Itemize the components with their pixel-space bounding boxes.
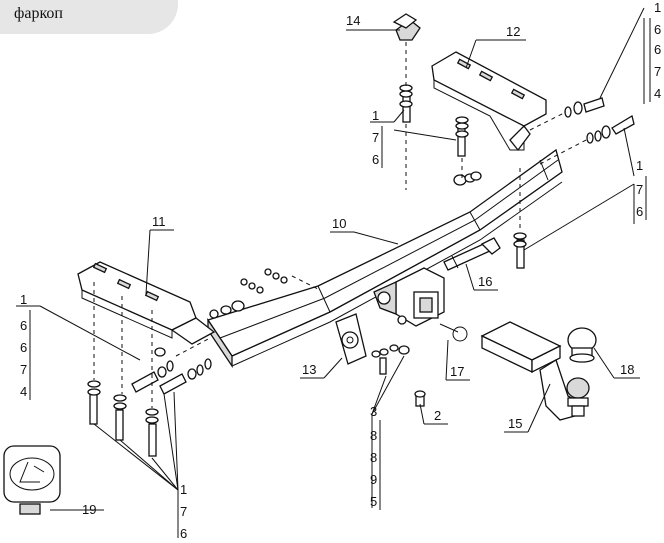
right-bracket (431, 51, 547, 152)
right-mid-stack-2: 7 (636, 182, 643, 197)
left-stack-3: 6 (20, 340, 27, 355)
callout-18: 18 (620, 362, 634, 377)
tube (443, 237, 501, 271)
nuts-row (209, 268, 288, 319)
bottom-bolts (87, 380, 159, 457)
center-bottom-stack-5: 5 (370, 494, 377, 509)
callout-12: 12 (506, 24, 520, 39)
center-stack-1: 1 (372, 108, 379, 123)
right-mid-stack-1: 1 (636, 158, 643, 173)
callout-15: 15 (508, 416, 522, 431)
bottom-left-stack-3: 6 (180, 526, 187, 541)
callout-14: 14 (346, 13, 360, 28)
left-stack-1: 1 (20, 292, 27, 307)
right-top-stack-5: 4 (654, 86, 661, 101)
right-top-stack-3: 6 (654, 42, 661, 57)
center-stack-2: 7 (372, 130, 379, 145)
emblem (3, 445, 61, 515)
ball-mount (480, 321, 590, 421)
center-bottom-stack-3: 8 (370, 450, 377, 465)
bottom-left-stack-2: 7 (180, 504, 187, 519)
callout-10: 10 (332, 216, 346, 231)
receiver (373, 267, 445, 327)
callout-17: 17 (450, 364, 464, 379)
clip (439, 323, 468, 342)
left-stack-2: 6 (20, 318, 27, 333)
left-stack-4: 7 (20, 362, 27, 377)
page-title: фаркоп (14, 5, 63, 22)
callouts: 14 12 11 10 16 13 17 18 15 2 19 1 6 6 7 … (20, 0, 661, 541)
center-bottom-stack-4: 9 (370, 472, 377, 487)
callout-13: 13 (302, 362, 316, 377)
center-bottom-stack-1: 3 (370, 404, 377, 419)
tow-ball (567, 327, 597, 363)
left-bolts (131, 347, 212, 395)
assembly-lines (93, 42, 591, 408)
socket-plate (335, 313, 367, 365)
center-bottom-stack-2: 8 (370, 428, 377, 443)
right-top-stack-1: 1 (654, 0, 661, 15)
right-mid-stack-3: 6 (636, 204, 643, 219)
right-top-stack-4: 7 (654, 64, 661, 79)
right-mid-bolt (513, 232, 527, 269)
left-bracket (77, 261, 216, 345)
callout-11: 11 (152, 214, 166, 229)
callout-16: 16 (478, 274, 492, 289)
right-top-stack-2: 6 (654, 22, 661, 37)
callout-2: 2 (434, 408, 441, 423)
right-top-bolts (564, 97, 635, 144)
leader-lines (16, 7, 645, 538)
bottom-left-stack-1: 1 (180, 482, 187, 497)
center-stack-3: 6 (372, 152, 379, 167)
callout-19: 19 (82, 502, 96, 517)
cover-plate (392, 13, 421, 41)
center-bolts (399, 84, 482, 186)
socket-bolts (371, 344, 426, 407)
title-tab: фаркоп (0, 0, 178, 34)
left-stack-5: 4 (20, 384, 27, 399)
